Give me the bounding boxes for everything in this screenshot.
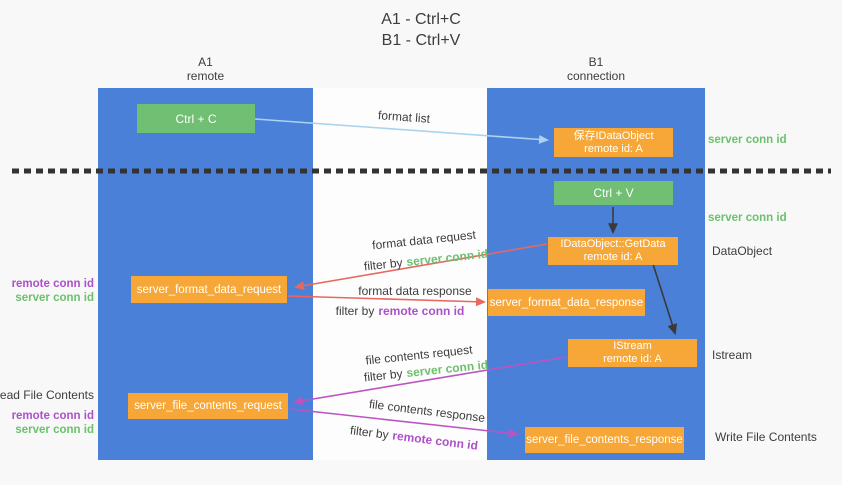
filter-by-prefix: filter by: [335, 304, 375, 318]
save-idataobject-title: 保存IDataObject: [573, 129, 654, 142]
server-format-data-response-node: server_format_data_response: [488, 289, 645, 316]
conn-id-labels-mid-left: remote conn id server conn id: [12, 277, 94, 305]
getdata-remote-id: remote id: A: [583, 251, 643, 263]
istream-remote-id: remote id: A: [603, 353, 662, 365]
format-data-response-arrow: [287, 295, 486, 307]
server-conn-id-label-mid-right: server conn id: [708, 212, 787, 224]
save-idataobject-node: 保存IDataObject remote id: A: [554, 128, 673, 157]
dataobject-label: DataObject: [712, 244, 773, 258]
left-lifeline-role: remote: [186, 69, 225, 83]
file-contents-request-arrow: [293, 356, 567, 406]
message-area: [313, 88, 487, 460]
save-idataobject-remote-id: remote id: A: [584, 142, 643, 155]
right-lifeline-role: connection: [566, 69, 626, 83]
server-conn-id-label: server conn id: [15, 424, 94, 436]
title-line-a1: A1 - Ctrl+C: [381, 11, 461, 28]
remote-conn-id-key: remote conn id: [378, 304, 465, 318]
istream-node: IStream remote id: A: [568, 339, 697, 367]
left-lifeline-name: A1: [198, 55, 213, 69]
write-file-contents-label: Write File Contents: [715, 430, 817, 444]
right-lifeline-name: B1: [588, 55, 604, 69]
getdata-title: IDataObject::GetData: [560, 238, 666, 250]
server-conn-id-label-top-right: server conn id: [708, 134, 787, 146]
server-file-contents-response-node: server_file_contents_response: [525, 427, 684, 453]
remote-conn-id-label: remote conn id: [11, 410, 94, 422]
getdata-to-istream-arrow: [652, 263, 678, 336]
server-format-data-request-node: server_format_data_request: [131, 276, 287, 303]
file-contents-response-arrow: [289, 408, 519, 438]
read-file-contents-label: Read File Contents: [0, 388, 94, 402]
format-data-request-arrow: [294, 243, 548, 291]
istream-side-label: Istream: [712, 348, 753, 362]
ctrl-v-node: Ctrl + V: [554, 181, 673, 205]
format-data-response-label: format data response: [358, 284, 472, 298]
title-line-b1: B1 - Ctrl+V: [381, 32, 461, 49]
idataobject-getdata-node: IDataObject::GetData remote id: A: [548, 237, 678, 265]
page-title: A1 - Ctrl+C B1 - Ctrl+V: [0, 9, 842, 51]
server-file-contents-request-node: server_file_contents_request: [128, 393, 288, 419]
format-list-arrow: [254, 118, 549, 144]
remote-conn-id-label: remote conn id: [11, 278, 94, 290]
istream-title: IStream: [613, 340, 652, 352]
ctrl-c-node: Ctrl + C: [137, 104, 255, 133]
left-lifeline-header: A1 remote: [98, 55, 313, 83]
server-conn-id-label: server conn id: [15, 292, 94, 304]
conn-id-labels-bottom-left: remote conn id server conn id: [12, 409, 94, 437]
right-lifeline-header: B1 connection: [487, 55, 705, 83]
